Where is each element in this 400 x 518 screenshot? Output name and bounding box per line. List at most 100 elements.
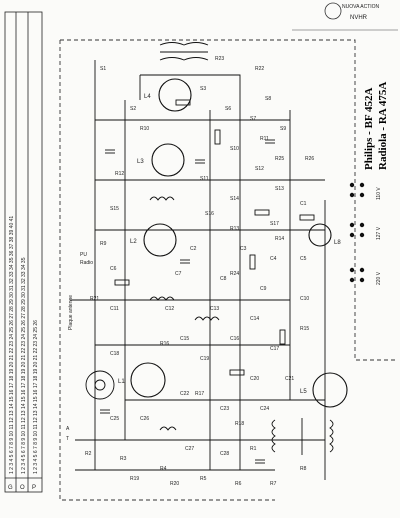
resistor-r1 (175, 99, 191, 106)
antenna-t-label: T (66, 436, 69, 442)
if-transformer-2 (194, 316, 220, 321)
output-transformer-secondary (159, 57, 209, 61)
tube-l4 (158, 78, 192, 112)
tube-l5-label: L5 (300, 389, 307, 395)
component-label-r14: R14 (275, 236, 284, 242)
component-label-s3: S3 (200, 86, 206, 92)
antenna-a-label: A (66, 426, 70, 432)
osc-coil (159, 426, 177, 431)
component-label-r3: R3 (120, 456, 127, 462)
component-label-c17: C17 (270, 346, 279, 352)
component-label-c9: C9 (260, 286, 267, 292)
tube-l5 (312, 372, 348, 408)
component-label-r24: R24 (230, 271, 239, 277)
component-label-r12: R12 (115, 171, 124, 177)
component-label-c27: C27 (185, 446, 194, 452)
table-frame (4, 11, 43, 493)
voltage-pin-4 (359, 192, 365, 198)
component-label-c13: C13 (210, 306, 219, 312)
component-label-c12: C12 (165, 306, 174, 312)
component-label-r13: R13 (230, 226, 239, 232)
if-transformer-1 (149, 296, 175, 301)
component-label-r18: R18 (235, 421, 244, 427)
chassis-dash-left (59, 40, 275, 501)
component-label-s6: S6 (225, 106, 231, 112)
title-philips: Philips - BF 452A (363, 88, 375, 170)
component-label-r9: R9 (100, 241, 107, 247)
mains-transformer-secondary (329, 419, 334, 453)
tube-l8 (308, 223, 332, 247)
component-label-s8: S8 (265, 96, 271, 102)
component-label-c7: C7 (175, 271, 182, 277)
voltage-selector (349, 182, 365, 283)
voltage-label-110: 110 V (376, 187, 382, 200)
component-label-c3: C3 (240, 246, 247, 252)
stamp-line-2: NVHR (350, 15, 368, 21)
if-transformer-3 (149, 196, 175, 201)
component-label-s1: S1 (100, 66, 106, 72)
component-label-c1: C1 (300, 201, 307, 207)
component-label-r17: R17 (195, 391, 204, 397)
component-label-r6: R6 (235, 481, 242, 487)
component-label-r20: R20 (170, 481, 179, 487)
voltage-pin-2 (359, 182, 365, 188)
resistor-r7 (279, 329, 286, 345)
component-label-c28: C28 (220, 451, 229, 457)
component-labels: S1S2S3S6S7S8S9S10S11S12S13S14S15S16S17C1… (85, 56, 314, 487)
component-label-c22: C22 (180, 391, 189, 397)
stamp-circle (324, 2, 342, 20)
component-label-r4: R4 (160, 466, 167, 472)
resistor-r8 (299, 214, 315, 221)
component-label-s17: S17 (270, 221, 279, 227)
component-label-r19: R19 (130, 476, 139, 482)
component-label-s9: S9 (280, 126, 286, 132)
voltage-pin-6 (359, 222, 365, 228)
output-transformer-primary (159, 42, 209, 46)
table-row-1: 1 2 3 4 5 6 7 8 9 10 11 12 13 14 15 16 1… (9, 216, 15, 474)
component-label-s15: S15 (110, 206, 119, 212)
tube-l2-label: L2 (130, 239, 137, 245)
component-label-r21: R21 (90, 296, 99, 302)
voltage-pin-7 (349, 232, 355, 238)
component-label-c14: C14 (250, 316, 259, 322)
capacitor-c5 (100, 409, 110, 414)
tube-l1-label: L1 (118, 379, 125, 385)
tube-l8-label: L8 (334, 240, 341, 246)
voltage-pin-10 (359, 267, 365, 273)
voltage-label-220: 220 V (376, 271, 382, 285)
component-label-c24: C24 (260, 406, 269, 412)
component-label-c20: C20 (250, 376, 259, 382)
voltage-pin-9 (349, 267, 355, 273)
component-label-r15: R15 (300, 326, 309, 332)
component-label-c16: C16 (230, 336, 239, 342)
capacitor-c4 (180, 259, 190, 264)
component-label-s14: S14 (230, 196, 239, 202)
component-label-r8: R8 (300, 466, 307, 472)
component-label-s2: S2 (130, 106, 136, 112)
component-label-r25: R25 (275, 156, 284, 162)
component-label-c10: C10 (300, 296, 309, 302)
component-label-c23: C23 (220, 406, 229, 412)
component-label-s12: S12 (255, 166, 264, 172)
component-label-c2: C2 (190, 246, 197, 252)
component-label-r23: R23 (215, 56, 224, 62)
voltage-pin-8 (359, 232, 365, 238)
component-label-r26: R26 (305, 156, 314, 162)
resistor-r5 (114, 279, 130, 286)
component-label-c6: C6 (110, 266, 117, 272)
tube-l3-label: L3 (137, 159, 144, 165)
voltage-pin-12 (359, 277, 365, 283)
component-label-s16: S16 (205, 211, 214, 217)
component-label-c8: C8 (220, 276, 227, 282)
tube-l3 (151, 143, 185, 177)
voltage-pin-11 (349, 277, 355, 283)
component-label-r16: R16 (160, 341, 169, 347)
component-label-s13: S13 (275, 186, 284, 192)
component-label-c21: C21 (285, 376, 294, 382)
voltage-label-127: 127 V (376, 226, 382, 240)
table-row-2: 1 2 3 4 5 6 7 8 9 10 11 12 13 14 15 16 1… (21, 257, 27, 474)
tubes (130, 78, 348, 408)
component-label-r7: R7 (270, 481, 277, 487)
